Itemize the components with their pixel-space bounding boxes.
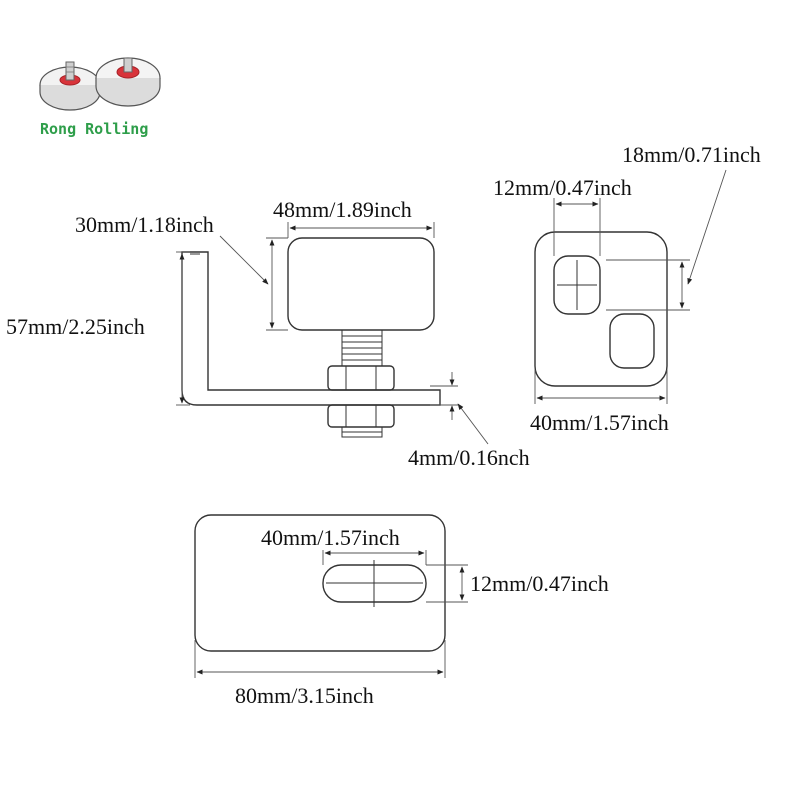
dim-end-width: 40mm/1.57inch xyxy=(530,370,669,435)
dim-plate-slot-length: 40mm/1.57inch xyxy=(261,525,427,565)
top-block xyxy=(287,237,435,331)
end-width-label: 40mm/1.57inch xyxy=(530,410,669,435)
plate-slot-height-label: 12mm/0.47inch xyxy=(470,571,609,596)
slot-offset-label: 18mm/0.71inch xyxy=(622,142,761,167)
base-plate xyxy=(194,514,446,652)
l-bracket xyxy=(181,251,441,406)
dim-block-height: 30mm/1.18inch xyxy=(75,212,288,331)
dim-slot-width: 12mm/0.47inch xyxy=(493,175,632,256)
dim-total-height: 57mm/2.25inch xyxy=(6,251,190,406)
end-plate xyxy=(534,231,668,387)
plate-length-label: 80mm/3.15inch xyxy=(235,683,374,708)
dim-plate-length: 80mm/3.15inch xyxy=(194,640,446,708)
upper-slot xyxy=(553,255,601,315)
thickness-label: 4mm/0.16nch xyxy=(408,445,530,470)
slot-width-label: 12mm/0.47inch xyxy=(493,175,632,200)
lower-slot xyxy=(609,313,655,369)
side-width-label: 48mm/1.89inch xyxy=(273,197,412,222)
upper-nut xyxy=(327,365,395,391)
block-height-label: 30mm/1.18inch xyxy=(75,212,214,237)
rubber-feet-logo-icon xyxy=(39,57,161,111)
dim-thickness: 4mm/0.16nch xyxy=(408,372,530,470)
dim-slot-offset: 18mm/0.71inch xyxy=(606,142,761,311)
dim-side-width: 48mm/1.89inch xyxy=(273,197,435,238)
brand-name: Rong Rolling xyxy=(40,120,148,138)
total-height-label: 57mm/2.25inch xyxy=(6,314,145,339)
dim-plate-slot-height: 12mm/0.47inch xyxy=(426,564,609,603)
plate-slot-length-label: 40mm/1.57inch xyxy=(261,525,400,550)
side-view xyxy=(181,237,441,438)
end-view xyxy=(534,231,668,387)
lower-nut xyxy=(327,404,395,428)
plate-view xyxy=(194,514,446,652)
